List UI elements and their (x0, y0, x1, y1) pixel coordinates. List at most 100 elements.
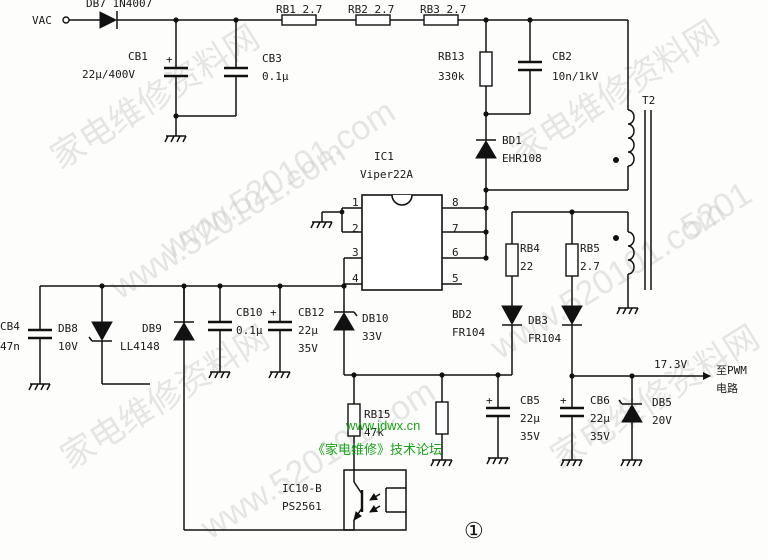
db3-name: DB3 (528, 314, 548, 327)
watermark-text: 5201 (674, 174, 758, 246)
resistor-rb13: RB13 330k (438, 20, 493, 114)
pin-number: 5 (452, 272, 459, 285)
cb10-value: 0.1μ (236, 324, 263, 337)
pin-number: 7 (452, 222, 459, 235)
pin-number: 8 (452, 196, 459, 209)
optocoupler-ic10b: IC10-B PS2561 (282, 469, 407, 531)
figure-number: ① (464, 519, 484, 544)
site-url: www.jdwx.cn (345, 418, 420, 433)
bd2-value: FR104 (452, 326, 485, 339)
db5-value: 20V (652, 414, 672, 427)
capacitor-cb2: CB2 10n/1kV (518, 20, 599, 114)
cb4-name: CB4 (0, 320, 20, 333)
diode-db3: DB3 FR104 (528, 305, 583, 376)
db5-name: DB5 (652, 396, 672, 409)
watermark-text: 家电维修资料网 (54, 318, 276, 476)
db9-value: LL4148 (120, 340, 160, 353)
zener-db5: DB5 20V (618, 376, 672, 467)
resistor-rb15: RB15 47k (347, 375, 391, 470)
rb4-name: RB4 (520, 242, 540, 255)
rb13-value: 330k (438, 70, 465, 83)
ic1-value: Viper22A (360, 168, 413, 181)
db3-value: FR104 (528, 332, 561, 345)
pwm-label: 电路 (716, 382, 738, 395)
capacitor-cb1: + CB1 22μ/400V (82, 20, 188, 116)
cb2-name: CB2 (552, 50, 572, 63)
diode-db9: DB9 LL4148 (120, 286, 195, 353)
cb10-name: CB10 (236, 306, 263, 319)
db9-name: DB9 (142, 322, 162, 335)
rb15-value: 47k (364, 426, 384, 439)
bd1-value: EHR108 (502, 152, 542, 165)
ic1-body (361, 194, 443, 291)
bd1-name: BD1 (502, 134, 522, 147)
db10-name: DB10 (362, 312, 389, 325)
capacitor-cb12: + CB12 22μ 35V (268, 286, 325, 379)
ic1-viper22a: IC1 Viper22A 1 2 3 4 5 6 7 8 (322, 150, 489, 291)
ic10-value: PS2561 (282, 500, 322, 513)
diode-db7 (99, 11, 118, 29)
resistor-rb1 (281, 14, 317, 26)
watermark-text: 家电维修资料网 (504, 13, 726, 171)
ic1-name: IC1 (374, 150, 394, 163)
cb6-plus: + (560, 394, 567, 407)
cb1-value: 22μ/400V (82, 68, 135, 81)
resistor-feedback (430, 375, 453, 467)
cb1-plus: + (166, 53, 173, 66)
capacitor-cb5: + CB5 22μ 35V (486, 375, 540, 465)
zener-db10: DB10 33V (333, 284, 389, 375)
capacitor-cb10: CB10 0.1μ (208, 286, 263, 379)
ic1-notch (391, 194, 413, 206)
diode-bd1: BD1 EHR108 (475, 114, 542, 190)
rb5-name: RB5 (580, 242, 600, 255)
cb6-name: CB6 (590, 394, 610, 407)
pin-number: 2 (352, 222, 359, 235)
output-voltage: 17.3V (654, 358, 687, 371)
rb2-label: RB2 2.7 (348, 3, 394, 16)
cb12-plus: + (270, 306, 277, 319)
cb6-value: 35V (590, 430, 610, 443)
vac-label: VAC (32, 14, 52, 27)
input-rail: VAC DB7 1N4007 RB1 2.7 RB2 2.7 RB3 2.7 (32, 0, 629, 110)
watermark-text: www.520101.com (193, 372, 442, 547)
db8-value: 10V (58, 340, 78, 353)
diode-bd2: BD2 FR104 (452, 305, 523, 375)
transformer-t2: T2 (613, 94, 655, 290)
cb6-value: 22μ (590, 412, 610, 425)
vac-terminal (62, 16, 70, 24)
rb15-name: RB15 (364, 408, 391, 421)
ic10-name: IC10-B (282, 482, 322, 495)
pin-number: 3 (352, 246, 359, 259)
resistor-rb5: RB5 2.7 (565, 212, 600, 306)
db7-label: DB7 1N4007 (86, 0, 152, 10)
forum-name: 《家电维修》技术论坛 (312, 442, 442, 458)
db8-name: DB8 (58, 322, 78, 335)
cb12-name: CB12 (298, 306, 325, 319)
bd2-name: BD2 (452, 308, 472, 321)
cb2-value: 10n/1kV (552, 70, 599, 83)
resistor-rb2 (355, 14, 391, 26)
watermark-text: 家电维修资料网 (44, 18, 266, 176)
cb4-value: 47n (0, 340, 20, 353)
cb3-name: CB3 (262, 52, 282, 65)
rb1-label: RB1 2.7 (276, 3, 322, 16)
pin-number: 6 (452, 246, 459, 259)
ground-symbol (164, 116, 187, 143)
cb5-plus: + (486, 394, 493, 407)
watermark-text: www.520101.com (103, 132, 352, 307)
capacitor-cb3: CB3 0.1μ (224, 20, 289, 116)
resistor-rb4: RB4 22 (505, 212, 540, 306)
capacitor-cb4: CB4 47n (0, 286, 52, 391)
capacitor-cb6: + CB6 22μ 35V (560, 376, 610, 467)
rb13-name: RB13 (438, 50, 465, 63)
t2-label: T2 (642, 94, 655, 107)
ground-symbol (310, 212, 333, 229)
cb3-value: 0.1μ (262, 70, 289, 83)
cb1-name: CB1 (128, 50, 148, 63)
cb5-name: CB5 (520, 394, 540, 407)
pin-number: 4 (352, 272, 359, 285)
cb5-value: 35V (520, 430, 540, 443)
rb4-value: 22 (520, 260, 533, 273)
vcc-rail (40, 283, 347, 289)
